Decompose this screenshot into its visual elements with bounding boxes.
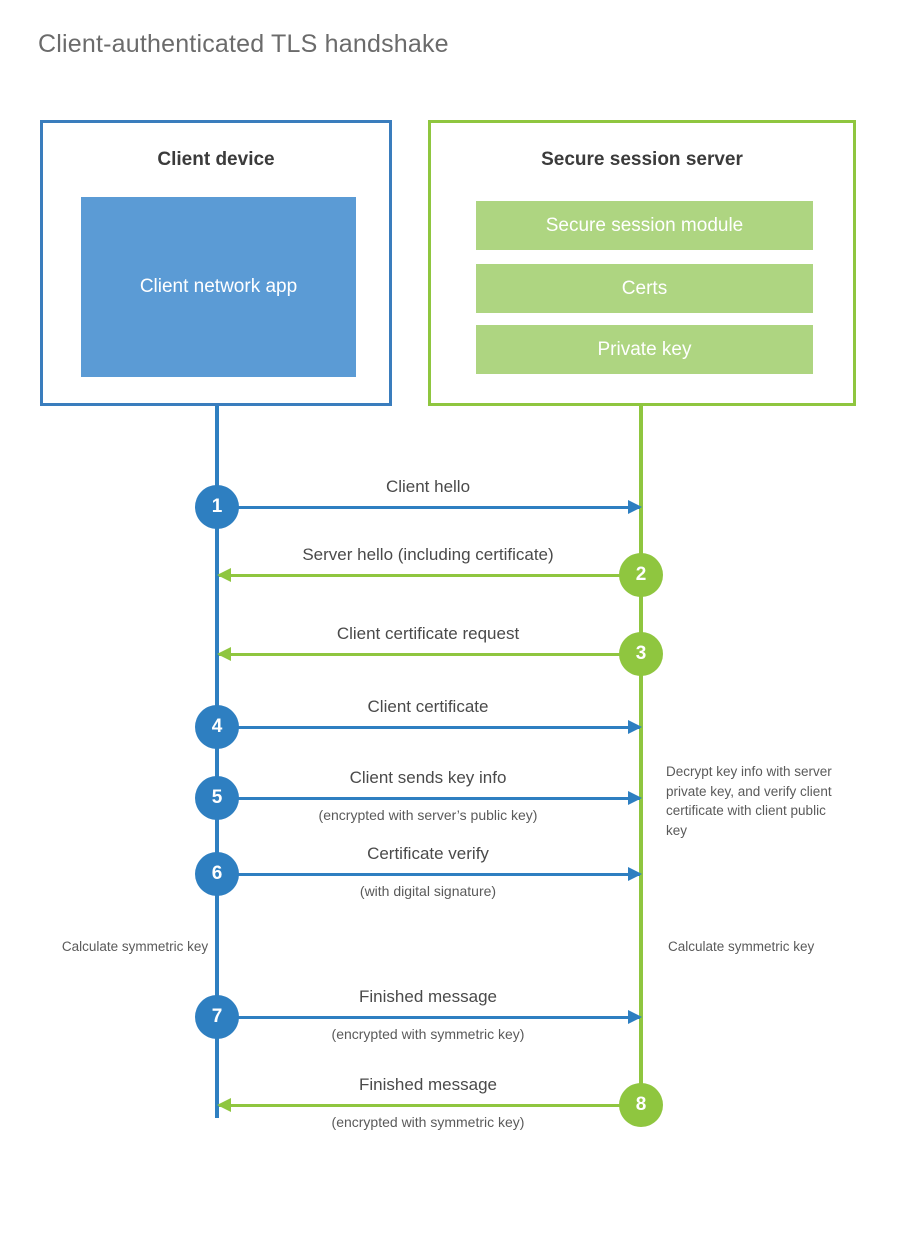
message-arrow-line xyxy=(219,574,641,577)
message-label: Client certificate xyxy=(367,697,489,716)
message-label: Server hello (including certificate) xyxy=(302,545,554,564)
message-arrow-line xyxy=(217,1016,640,1019)
secure-session-server-title: Secure session server xyxy=(541,149,743,170)
message-arrow-line xyxy=(217,506,640,509)
step-badge-3[interactable]: 3 xyxy=(619,632,663,676)
arrowhead-icon xyxy=(217,647,231,661)
message-arrow-line xyxy=(217,797,640,800)
secure-session-server-box: Secure session server Secure session mod… xyxy=(428,120,856,406)
client-network-app-box: Client network app xyxy=(81,197,356,377)
step-badge-5[interactable]: 5 xyxy=(195,776,239,820)
message-sublabel: (encrypted with server’s public key) xyxy=(318,807,538,823)
message-label: Finished message xyxy=(359,1075,497,1094)
message-arrow-line xyxy=(217,726,640,729)
step-badge-8[interactable]: 8 xyxy=(619,1083,663,1127)
arrowhead-icon xyxy=(628,500,642,514)
step-badge-7[interactable]: 7 xyxy=(195,995,239,1039)
arrowhead-icon xyxy=(628,720,642,734)
step-badge-6[interactable]: 6 xyxy=(195,852,239,896)
message-sublabel: (encrypted with symmetric key) xyxy=(331,1026,525,1042)
note-decrypt-key-info: Decrypt key info with server private key… xyxy=(666,764,832,838)
message-label: Client hello xyxy=(385,477,471,496)
message-sublabel: (with digital signature) xyxy=(359,883,497,899)
step-badge-4[interactable]: 4 xyxy=(195,705,239,749)
server-module-secure-session-module: Secure session module xyxy=(476,201,813,250)
client-device-box: Client device Client network app xyxy=(40,120,392,406)
message-label: Certificate verify xyxy=(367,844,489,863)
message-label: Client certificate request xyxy=(336,624,520,643)
arrowhead-icon xyxy=(217,568,231,582)
note-server-calculate-symmetric-key: Calculate symmetric key xyxy=(668,939,815,954)
message-label: Finished message xyxy=(359,987,497,1006)
message-arrow-line xyxy=(219,1104,641,1107)
step-badge-1[interactable]: 1 xyxy=(195,485,239,529)
arrowhead-icon xyxy=(628,1010,642,1024)
message-arrow-line xyxy=(219,653,641,656)
client-lifeline xyxy=(215,406,219,1118)
arrowhead-icon xyxy=(628,867,642,881)
step-badge-2[interactable]: 2 xyxy=(619,553,663,597)
arrowhead-icon xyxy=(217,1098,231,1112)
server-module-certs: Certs xyxy=(476,264,813,313)
client-device-title: Client device xyxy=(157,149,275,170)
client-network-app-label: Client network app xyxy=(139,276,298,298)
server-lifeline xyxy=(639,406,643,1106)
arrowhead-icon xyxy=(628,791,642,805)
message-label: Client sends key info xyxy=(349,768,507,787)
message-sublabel: (encrypted with symmetric key) xyxy=(331,1114,525,1130)
message-arrow-line xyxy=(217,873,640,876)
note-client-calculate-symmetric-key: Calculate symmetric key xyxy=(61,939,209,954)
page-title: Client-authenticated TLS handshake xyxy=(38,30,449,58)
server-module-private-key: Private key xyxy=(476,325,813,374)
